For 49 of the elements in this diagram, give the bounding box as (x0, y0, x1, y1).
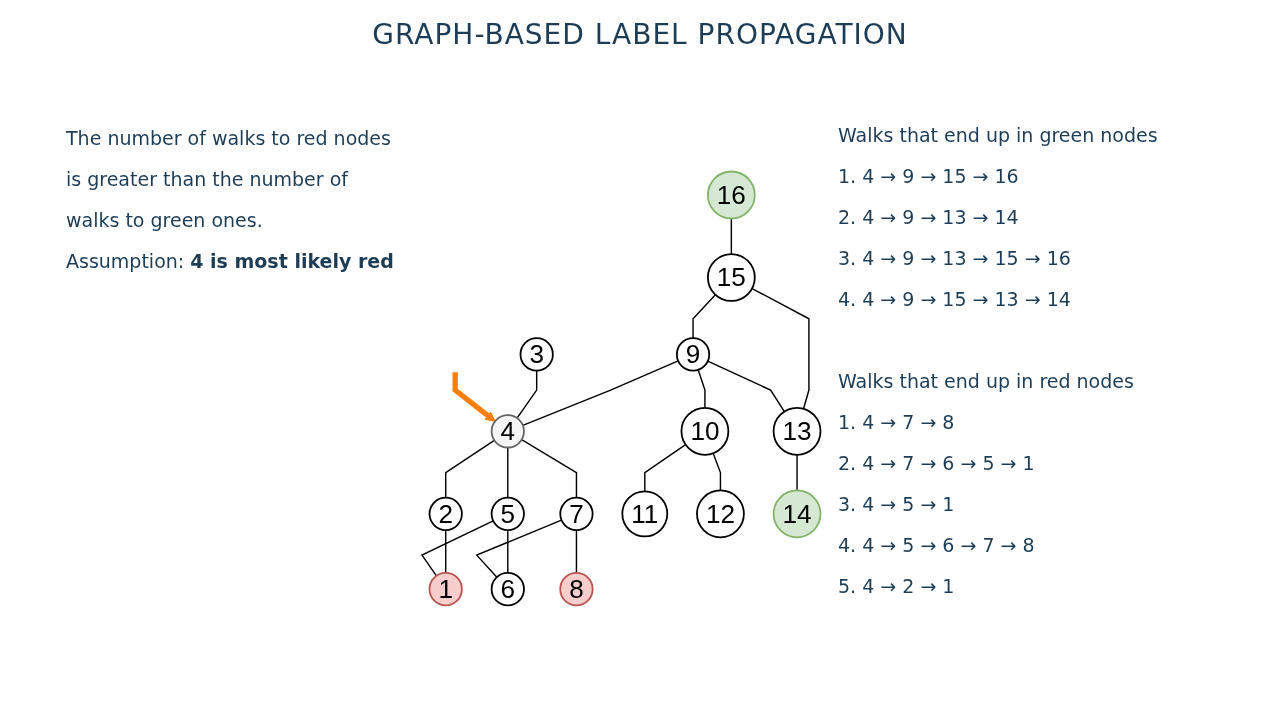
connector (507, 446, 509, 499)
connector (475, 519, 563, 578)
connector (730, 217, 733, 255)
node-circle: 9 (675, 337, 711, 372)
node-circle: 2 (428, 496, 463, 531)
walk-list-item: 3. 4 → 5 → 1 (838, 492, 956, 517)
node-circle: 13 (772, 406, 822, 456)
node-circle: 16 (707, 170, 756, 220)
walk-list-item: 4. 4 → 9 → 15 → 13 → 14 (838, 287, 1072, 312)
node-circle: 14 (772, 489, 822, 539)
node-circle: 5 (490, 496, 525, 531)
node-circle: 1 (428, 571, 463, 607)
connector (575, 529, 578, 574)
node-circle: 10 (680, 406, 730, 456)
list-heading: Walks that end up in green nodes (838, 123, 1159, 148)
connector (445, 439, 496, 499)
arrow (452, 372, 496, 422)
node-circle: 4 (490, 414, 525, 449)
connector (507, 529, 509, 574)
walk-list-item: 2. 4 → 7 → 6 → 5 → 1 (838, 451, 1036, 476)
connector (516, 369, 538, 419)
list-heading: Walks that end up in red nodes (838, 369, 1135, 394)
walk-list-item: 1. 4 → 7 → 8 (838, 410, 956, 435)
connector (697, 368, 706, 409)
connector (522, 360, 679, 426)
walk-list-item: 4. 4 → 5 → 6 → 7 → 8 (838, 533, 1036, 558)
walk-list-item: 1. 4 → 9 → 15 → 16 (838, 164, 1020, 189)
assumption-text: Assumption: 4 is most likely red (66, 249, 395, 274)
connector (712, 452, 722, 491)
connector (520, 438, 578, 499)
node-circle: 3 (519, 337, 554, 372)
node-circle: 15 (707, 253, 756, 302)
walk-list-item: 5. 4 → 2 → 1 (838, 574, 956, 599)
title: GRAPH-BASED LABEL PROPAGATION (371, 18, 909, 51)
connector (796, 453, 798, 491)
connector (644, 443, 687, 492)
node-circle: 12 (696, 489, 745, 539)
walk-list-item: 3. 4 → 9 → 13 → 15 → 16 (838, 246, 1072, 271)
connector (751, 287, 810, 410)
connector (692, 293, 717, 339)
node-circle: 11 (621, 490, 669, 538)
connector (420, 520, 494, 577)
connector (445, 529, 447, 574)
note-text: The number of walks to red nodes is greater than the number of walks to green ones. (66, 126, 392, 233)
connector (707, 360, 786, 413)
node-circle: 7 (559, 496, 594, 531)
node-circle: 6 (490, 571, 525, 607)
node-circle: 8 (559, 571, 594, 607)
walk-list-item: 2. 4 → 9 → 13 → 14 (838, 205, 1020, 230)
